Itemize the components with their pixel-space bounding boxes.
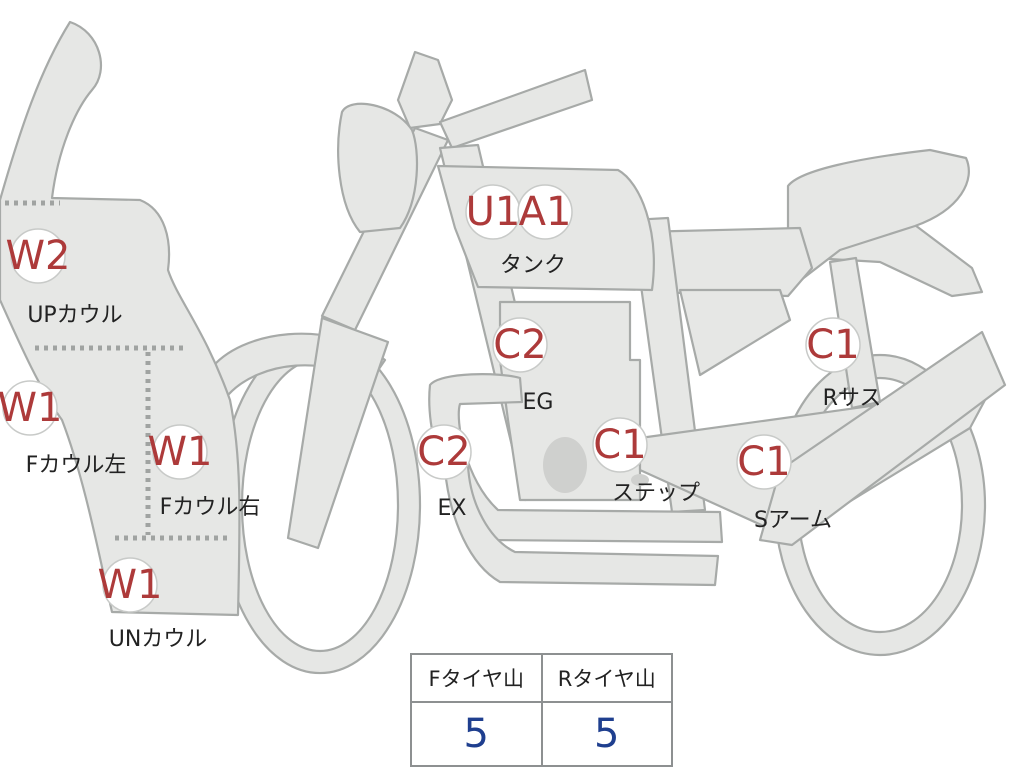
rear-subframe [678, 288, 792, 377]
code-badge-text: W2 [6, 233, 71, 279]
footrest-left [631, 474, 649, 486]
rear-tire-header: Rタイヤ山 [540, 653, 673, 703]
part-label: UNカウル [109, 627, 208, 652]
part-label: EG [523, 390, 554, 415]
fork-lower [286, 316, 390, 550]
code-badge-text: W1 [0, 385, 63, 431]
engine-cover [543, 437, 587, 493]
rear-suspension-callout: C1 Rサス [805, 317, 882, 411]
engine-callout: C2 EG [492, 317, 554, 415]
seat [786, 148, 970, 292]
tank-callout: U1 A1 タンク [465, 184, 573, 278]
f-cowl-left-callout: W1 Fカウル左 [0, 380, 127, 478]
code-badge-text: A1 [519, 189, 572, 235]
part-label: タンク [500, 253, 566, 278]
part-label: Rサス [823, 386, 882, 411]
part-label: Sアーム [754, 508, 832, 533]
un-cowl-callout: W1 UNカウル [98, 557, 208, 652]
code-badge-text: W1 [98, 562, 163, 608]
code-badge-text: C1 [737, 439, 790, 485]
part-label: Fカウル左 [26, 453, 127, 478]
code-badge-circle [736, 434, 792, 490]
part-label: ステップ [612, 481, 700, 506]
rear-tire-value: 5 [540, 701, 673, 767]
part-label: Fカウル右 [160, 495, 261, 520]
code-badge-text: C1 [593, 422, 646, 468]
f-cowl-right-callout: W1 Fカウル右 [148, 424, 261, 520]
mirror [396, 50, 454, 130]
part-label: EX [438, 496, 467, 521]
code-badge-circle [152, 424, 208, 480]
step-callout: C1 ステップ [592, 417, 700, 506]
headlight [337, 102, 419, 234]
tire-tread-table: Fタイヤ山 Rタイヤ山 5 5 [410, 653, 673, 767]
code-badge-circle [2, 380, 58, 436]
exhaust-callout: C2 EX [416, 424, 472, 521]
code-badge-text: W1 [148, 429, 213, 475]
tire-header-row: Fタイヤ山 Rタイヤ山 [410, 653, 673, 703]
code-badge-circle [592, 417, 648, 473]
part-label: UPカウル [27, 303, 122, 328]
up-cowl-callout: W2 UPカウル [6, 228, 123, 328]
front-tire-header: Fタイヤ山 [410, 653, 543, 703]
code-badge-circle [805, 317, 861, 373]
tire-value-row: 5 5 [410, 701, 673, 767]
swing-arm-callout: C1 Sアーム [736, 434, 832, 533]
code-badge-circle [517, 184, 573, 240]
front-tire-value: 5 [410, 701, 543, 767]
handlebar [438, 68, 594, 150]
code-badge-text: C1 [806, 322, 859, 368]
code-badge-text: C2 [417, 429, 470, 475]
muffler [758, 330, 1007, 547]
code-badge-circle [10, 228, 66, 284]
code-badge-text: U1 [466, 189, 521, 235]
code-badge-circle [416, 424, 472, 480]
code-badge-text: C2 [493, 322, 546, 368]
code-badge-circle [492, 317, 548, 373]
exhaust-pipe-lower [443, 463, 720, 587]
code-badge-circle [102, 557, 158, 613]
